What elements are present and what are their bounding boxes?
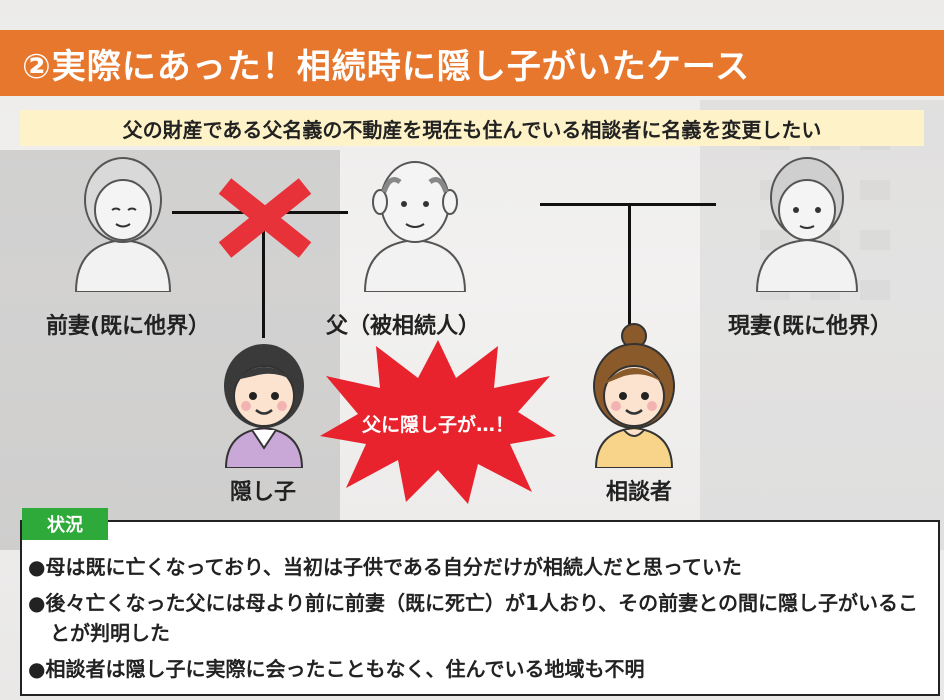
client-figure	[593, 323, 675, 468]
current-wife-figure	[755, 157, 859, 292]
current-wife-label: 現妻(既に他界）	[728, 314, 893, 339]
situation-box	[20, 520, 940, 696]
ex-wife-figure	[74, 157, 172, 292]
burst-text: 父に隠し子が…！	[361, 414, 514, 436]
situation-bullet-2: ●後々亡くなった父には母より前に前妻（既に死亡）が1人おり、その前妻との間に隠し…	[28, 591, 918, 645]
father-figure	[363, 161, 467, 292]
situation-bullet-1: ●母は既に亡くなっており、当初は子供である自分だけが相続人だと思っていた	[28, 555, 742, 579]
current-child-line	[628, 203, 631, 328]
hidden-child-label: 隠し子	[230, 480, 297, 505]
divorce-cross-icon	[218, 178, 312, 258]
burst-icon	[320, 340, 556, 504]
situation-tag: 状況	[22, 508, 108, 540]
ex-child-line	[262, 211, 265, 338]
page-title: ②実際にあった！相続時に隠し子がいたケース	[0, 30, 944, 96]
hidden-child-figure	[224, 344, 304, 468]
situation-list: ●母は既に亡くなっており、当初は子供である自分だけが相続人だと思っていた ●後々…	[28, 552, 928, 690]
ex-wife-label: 前妻(既に他界）	[46, 314, 211, 339]
client-label: 相談者	[606, 480, 673, 505]
situation-bullet-3: ●相談者は隠し子に実際に会ったこともなく、住んでいる地域も不明	[28, 657, 645, 681]
case-subtitle: 父の財産である父名義の不動産を現在も住んでいる相談者に名義を変更したい	[20, 110, 924, 146]
father-label: 父（被相続人）	[326, 314, 481, 339]
